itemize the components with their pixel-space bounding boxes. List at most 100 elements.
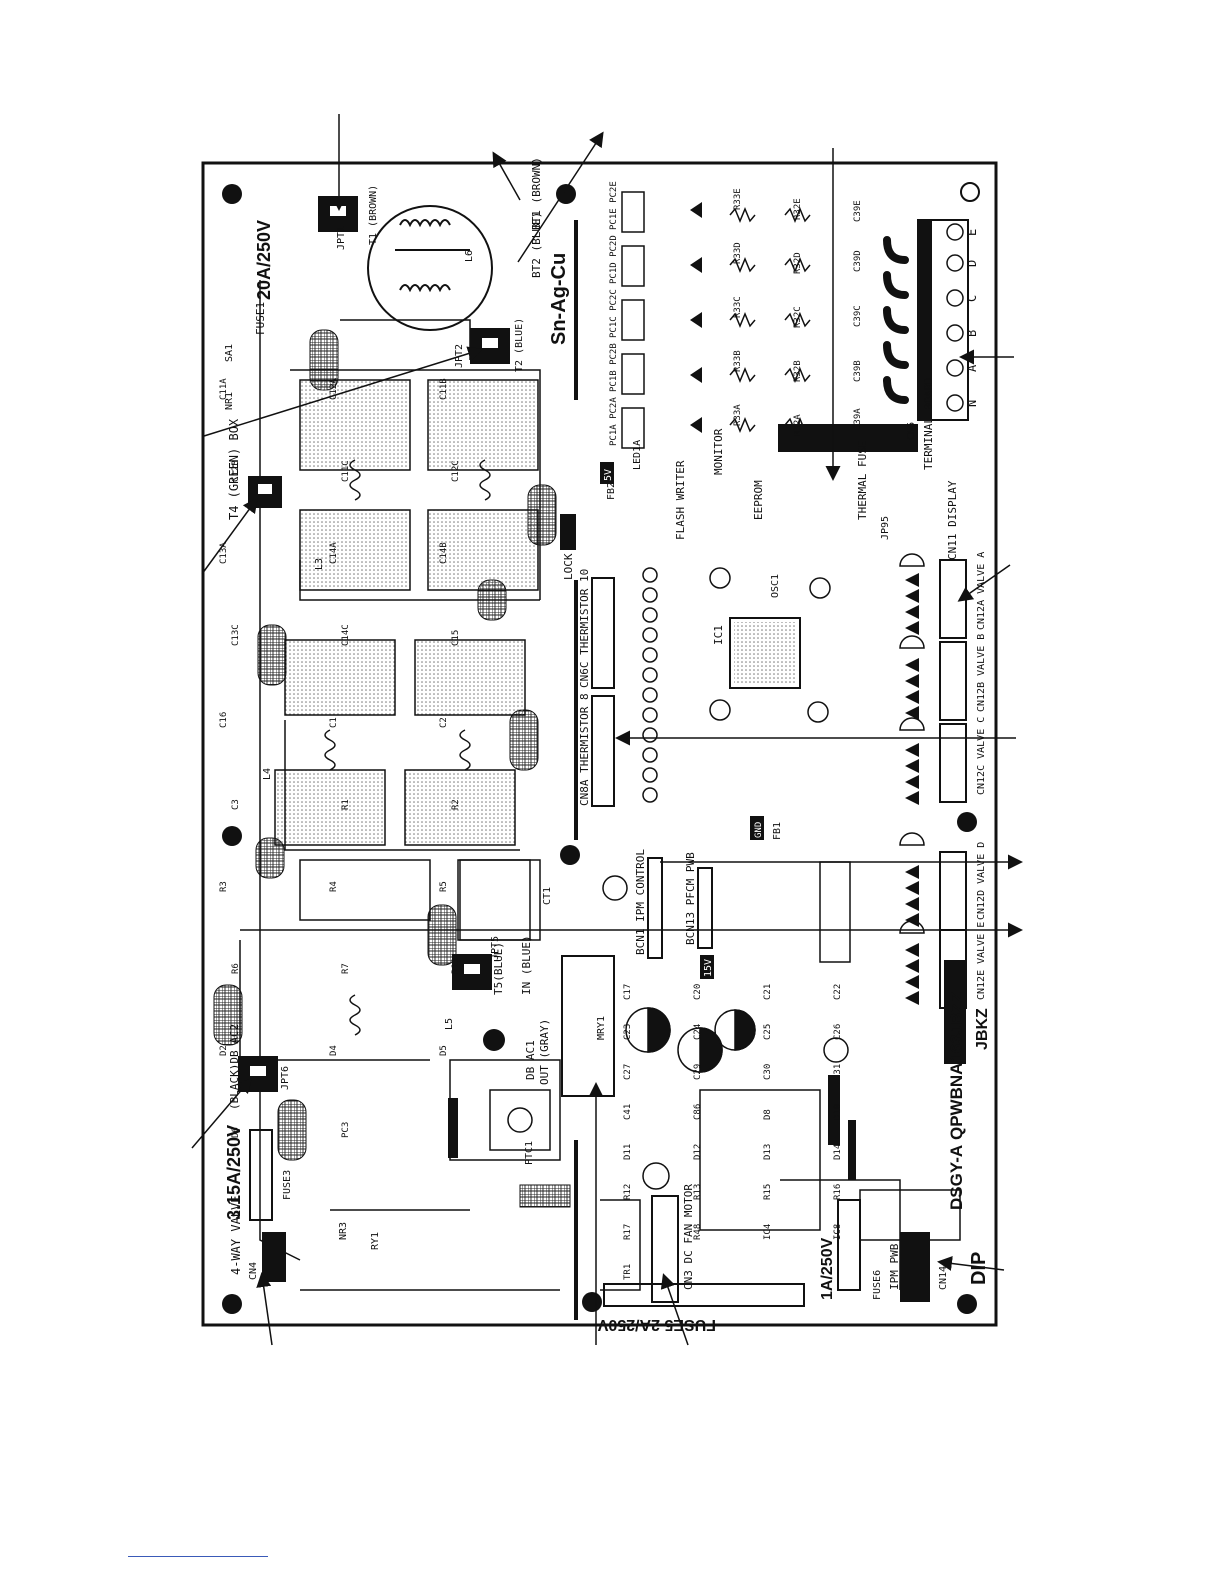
valve-a-label: CN12A VALVE A [976,552,987,630]
fuse5-rating-label: FUSE5 2A/250V [597,1316,716,1333]
cn14-connector [900,1232,930,1302]
corner-holes-outline [960,182,980,202]
lock-label: LOCK [562,553,575,580]
terminal-letter: C [965,295,979,302]
component-label: R17 [623,1224,633,1240]
resistor-label: R32D [793,252,803,274]
resistor-label: R32B [793,360,803,382]
dsgy-black-bar [944,960,966,1064]
component-label: R6 [231,963,241,974]
component-label: C20 [693,984,703,1000]
fuse3-label: FUSE3 [282,1170,293,1200]
coil-label: L6 [464,250,475,262]
ic9-chip [819,861,851,963]
pc-group-label: PC1E PC2E [609,181,619,230]
terminal-letter: N [965,400,979,407]
terminal-letter: B [965,330,979,337]
ipm-control-label: BCN1 IPM CONTROL [634,849,647,955]
component-label: D11 [623,1144,633,1160]
component-label: D10 [833,1104,843,1120]
component-label: C86 [693,1104,703,1120]
fuse1-label: FUSE1 [254,302,267,335]
component-label: C24 [693,1024,703,1040]
component-label: C15 [451,630,461,646]
ry1-label: RY1 [370,1232,381,1250]
component-label: R16 [833,1184,843,1200]
component-label: C29 [693,1064,703,1080]
ptc1-element [507,1107,533,1133]
ic1-chip [729,617,801,689]
sn-ag-cu-label: Sn-Ag-Cu [548,253,570,345]
valve-transistors [899,553,925,934]
component-label: C41 [623,1104,633,1120]
pc-opto-blocks [621,191,645,449]
ptc1-block [489,1089,551,1151]
fuse6-rating-label: 1A/250V [819,1237,836,1300]
bcn1-connector [647,857,663,959]
cn3-connector [651,1195,679,1303]
t4-box-label: T4 (GREEN) BOX [227,418,241,520]
resistor-labels: R33ER33DR33CR33BR33AR32ER32DR32CR32BR32A… [733,188,863,436]
component-label: C21 [763,984,773,1000]
component-label: C30 [763,1064,773,1080]
terminal-circles [946,223,964,412]
ipm-pwb-label: IPM PWB [888,1243,901,1290]
tag-5v: 5V [603,469,614,481]
cap-label: C39B [853,360,863,382]
component-label: D14 [833,1144,843,1160]
component-label: D13 [763,1144,773,1160]
jbkz-label: JBKZ [974,1008,991,1050]
hatched-pads [213,329,571,1208]
component-label: PC3 [341,1122,351,1138]
thermistor10-label: CN6C THERMISTOR 10 [578,569,591,688]
component-label: C16 [219,712,229,728]
component-label: C14C [341,624,351,646]
component-label: C25 [763,1024,773,1040]
cn6c-connector [591,577,615,689]
mounting-holes [222,184,977,1314]
fuse6-label: FUSE6 [872,1270,883,1300]
fuse5-holder [603,1283,805,1307]
tag-gnd: GND [754,822,764,838]
component-label: C11B [439,378,449,400]
resistor-label: R32A [793,414,803,436]
component-label: C14A [329,542,339,564]
coil-label: L5 [444,1018,455,1030]
dsgy-label: DSGY-A [947,1145,966,1210]
cn4-connector [262,1232,286,1282]
component-label: R4 [329,881,339,892]
fb1-label: FB1 [772,822,783,840]
bt1-brown-label: BT1 (BROWN) [530,157,543,230]
component-label: TR1 [623,1264,633,1280]
component-label: C2 [439,717,449,728]
jpt5-label: JPT5 [490,936,501,960]
resistor-label: R32C [793,306,803,328]
component-label: C22 [833,984,843,1000]
component-label: R12 [623,1184,633,1200]
black-block-left [560,514,576,550]
display-label: CN11 DISPLAY [946,480,959,560]
monitor-label: MONITOR [712,428,725,475]
dc-fan-motor-label: CN3 DC FAN MOTOR [682,1184,695,1290]
black-stripe-left [448,1098,458,1158]
terminal-hooks [883,236,909,404]
transistor-column [642,567,658,803]
t5-connector [452,954,492,990]
pc-diodes [690,202,702,433]
footer-rule [128,1556,268,1557]
rating-20a: 20A/250V [254,220,274,300]
coil-symbols [324,459,491,1036]
component-label: IC8 [833,1224,843,1240]
cap-label: C39A [853,408,863,430]
ptc1-label: PTC1 [524,1141,535,1165]
valve-diodes [905,573,919,1005]
component-label: D4 [329,1045,339,1056]
labels: 20A/250V Sn-Ag-Cu FUSE1 T4 (GREEN) BOX J… [224,157,991,1333]
top-right-black-bar [778,424,918,452]
pc-group-label: PC1A PC2A [609,397,619,446]
terminal-letter: A [965,364,979,372]
